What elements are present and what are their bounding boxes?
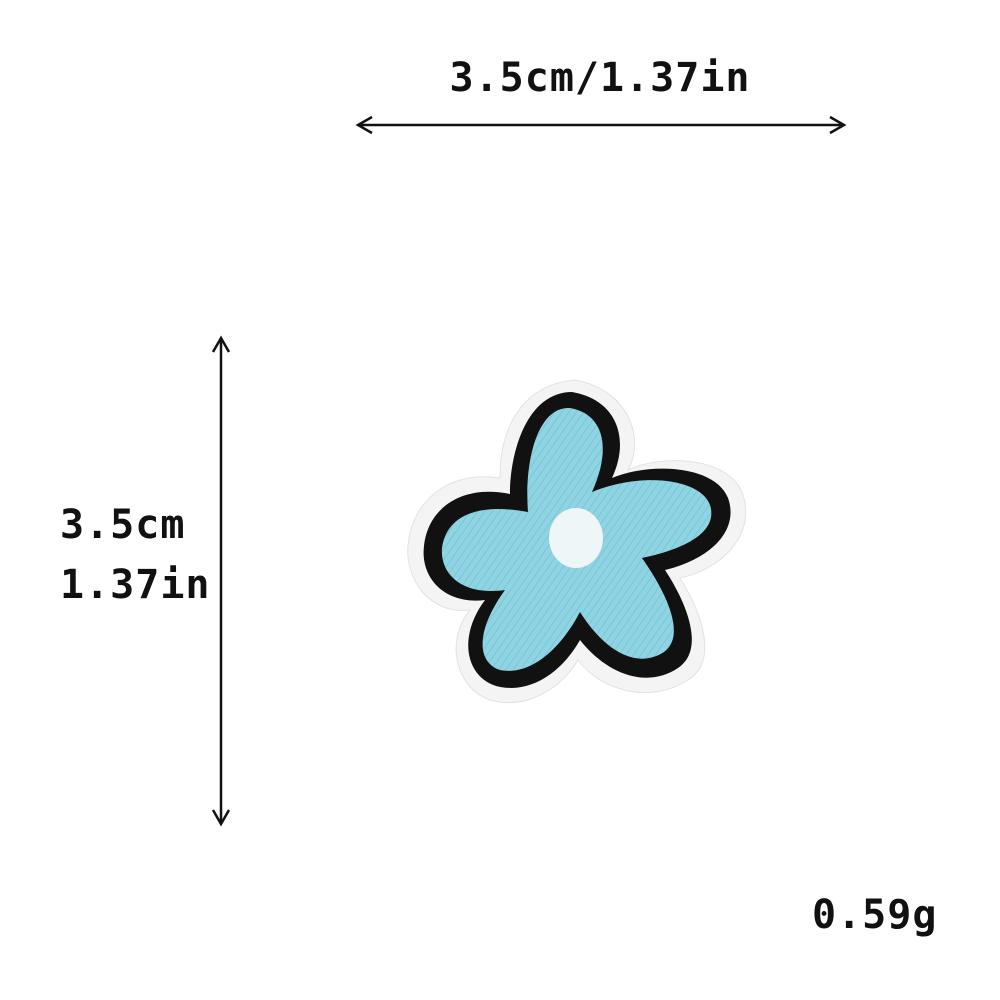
- patch-center: [549, 508, 603, 568]
- width-dimension-label: 3.5cm/1.37in: [449, 55, 751, 101]
- width-arrow: [355, 115, 847, 135]
- weight-label: 0.59g: [812, 892, 938, 938]
- height-dimension-label-cm: 3.5cm: [60, 502, 186, 548]
- height-dimension-label-in: 1.37in: [60, 562, 211, 608]
- height-arrow: [211, 335, 231, 827]
